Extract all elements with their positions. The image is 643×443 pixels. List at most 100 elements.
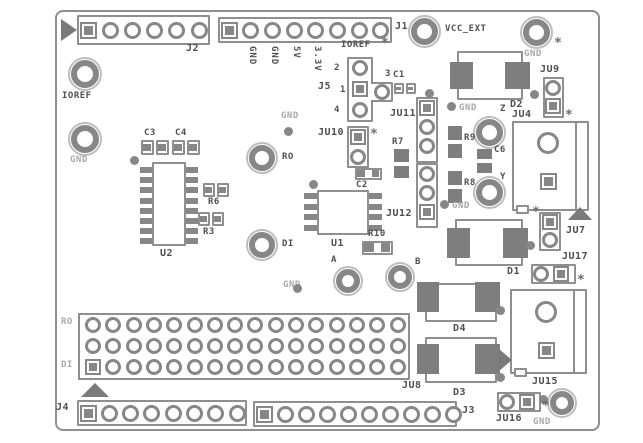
ic-pad — [365, 214, 382, 221]
ic-pad — [365, 203, 382, 210]
passive-c3-pad — [143, 144, 151, 151]
star-marker: * — [577, 273, 585, 288]
ic-pad — [140, 207, 156, 214]
tp-label-ro: RO — [282, 152, 294, 162]
ref-label-ju17: JU17 — [562, 251, 589, 262]
pin-square — [419, 100, 435, 116]
ic-pad — [182, 218, 198, 224]
tp-label-gnd_left: GND — [70, 155, 88, 165]
pin-round — [374, 84, 390, 100]
test-point-gnd_bottom_right — [547, 388, 577, 418]
net-label: GND — [459, 103, 477, 113]
pin-round — [285, 21, 303, 39]
pin-round — [329, 21, 346, 39]
test-point-di — [246, 229, 278, 261]
ref-label-r3: R3 — [203, 227, 215, 237]
pin-round — [499, 394, 515, 410]
passive-r7-pad — [394, 165, 409, 178]
star-marker: * — [565, 108, 573, 123]
pin-square — [553, 266, 569, 282]
pin-round — [533, 266, 549, 282]
test-point-gnd_top_right — [519, 15, 553, 49]
pin-round — [307, 21, 325, 39]
pin-round — [123, 21, 141, 39]
pin-round — [105, 359, 122, 375]
ic-pad — [140, 187, 156, 194]
pin-round — [228, 404, 246, 422]
pin-square — [537, 341, 555, 359]
pin-round — [350, 21, 368, 39]
ref-label-d2: D2 — [510, 99, 524, 110]
pin-round — [100, 404, 118, 422]
ref-label-c2: C2 — [356, 180, 368, 190]
ic-u1 — [317, 190, 369, 235]
test-point-b — [385, 262, 415, 292]
pin-round — [247, 317, 264, 333]
ref-label-ju15: JU15 — [532, 376, 559, 387]
ref-label-ju4: JU4 — [512, 109, 532, 120]
pin-round — [369, 359, 386, 375]
tp-label-a: A — [331, 255, 337, 265]
pin-square-fill — [543, 176, 553, 186]
pin-round — [85, 338, 101, 354]
test-point-vcc_ext — [407, 14, 441, 48]
test-point-a — [333, 266, 363, 296]
ref-label-u2: U2 — [160, 248, 174, 259]
dot-marker — [447, 102, 456, 111]
passive-r9-pad — [448, 126, 462, 140]
test-point-ring — [522, 18, 550, 46]
net-label: IOREF — [341, 40, 371, 50]
tp-label-z: Z — [500, 104, 506, 114]
tp-label-gnd_top_right: GND — [524, 49, 542, 59]
ref-label-ju9: JU9 — [540, 64, 560, 75]
triangle-marker — [499, 349, 512, 371]
ic-pad — [140, 177, 156, 184]
ref-label-r7: R7 — [392, 137, 404, 147]
pin-round — [318, 405, 336, 423]
pin-round — [186, 404, 203, 422]
pin-round — [125, 359, 142, 375]
ic-pad — [140, 197, 156, 204]
pin-round — [288, 359, 304, 375]
pin-round — [186, 338, 203, 354]
pin-round — [288, 338, 304, 354]
pin-round — [328, 359, 345, 375]
pin-round — [276, 405, 294, 423]
passive-c1-pad — [396, 87, 401, 90]
ref-label-j4: J4 — [56, 402, 70, 413]
pin-round — [242, 21, 260, 39]
ref-label-u1: U1 — [331, 238, 345, 249]
tp-label-gnd_bottom_right: GND — [533, 417, 551, 427]
pin-round — [206, 338, 223, 354]
pin-round — [105, 317, 122, 333]
net-label: GND — [269, 46, 279, 66]
pin-round — [360, 405, 378, 423]
ref-label-r8: R8 — [464, 178, 476, 188]
pin-round — [145, 317, 162, 333]
tp-label-y: Y — [500, 172, 506, 182]
test-point-z — [472, 115, 506, 149]
net-label: GND — [283, 280, 301, 290]
pin-round — [145, 359, 162, 375]
test-point-ring — [410, 17, 438, 45]
pin-square — [519, 394, 535, 410]
pin-round — [186, 359, 203, 375]
pin-square — [539, 172, 557, 190]
pin-square — [542, 214, 558, 230]
pin-round — [267, 338, 284, 354]
dot-marker — [526, 241, 535, 250]
passive-c2-pad — [371, 170, 379, 177]
pin-round — [227, 317, 244, 333]
pin-round — [372, 21, 390, 39]
passive-r6-pad — [219, 187, 226, 193]
pin-round — [348, 359, 365, 375]
ref-label-ju10: JU10 — [318, 127, 345, 138]
ic-pad — [182, 187, 198, 194]
pin-round — [348, 338, 365, 354]
ref-label-j3: J3 — [462, 405, 476, 416]
test-point-ioref — [68, 57, 102, 91]
ref-label-ju12: JU12 — [386, 208, 413, 219]
passive-r9-pad — [448, 144, 462, 158]
ic-pad — [140, 167, 156, 173]
tp-label-ioref: IOREF — [62, 91, 92, 101]
